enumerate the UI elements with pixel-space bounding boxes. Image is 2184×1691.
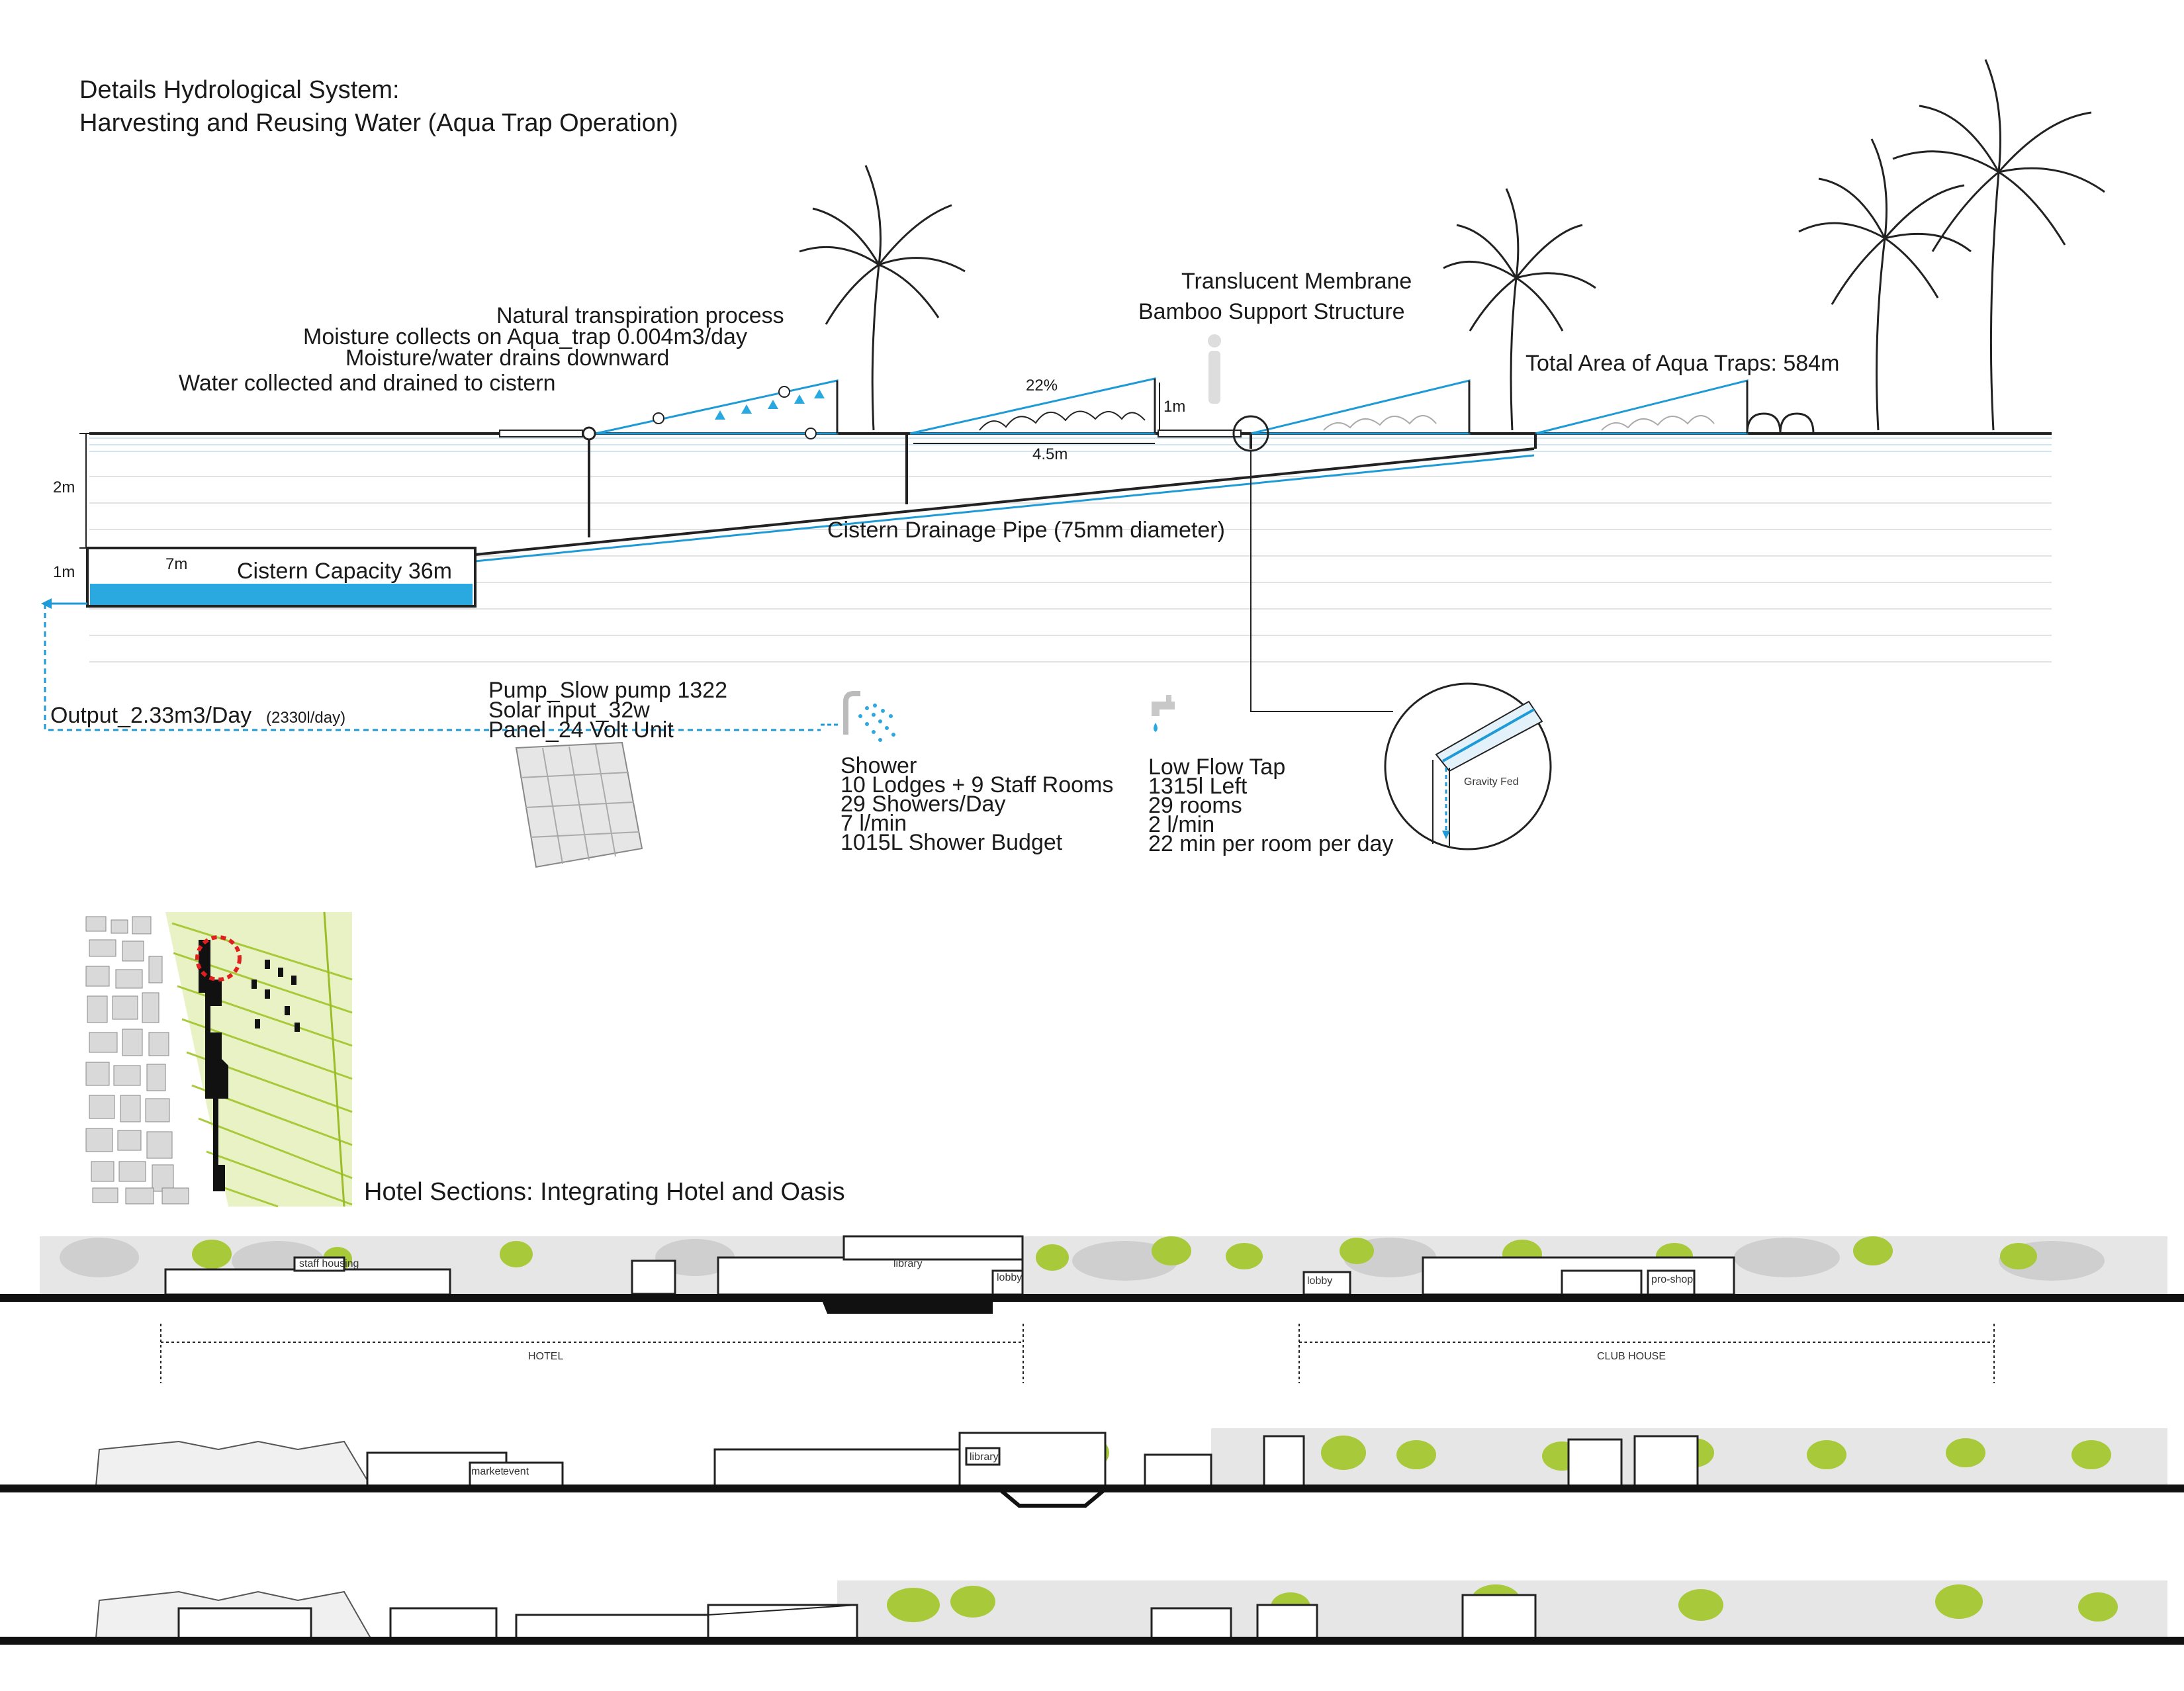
tap-line-4: 22 min per room per day <box>1148 831 1393 856</box>
label-lobby-2: lobby <box>1307 1275 1332 1287</box>
drainage-pipes <box>475 415 1537 563</box>
label-library-1: library <box>893 1258 923 1269</box>
label-height-1m: 1m <box>1163 398 1185 416</box>
label-output: Output_2.33m3/Day <box>50 703 251 728</box>
label-total-area: Total Area of Aqua Traps: 584m <box>1525 351 1839 376</box>
pump-line-1: Pump_Slow pump 1322 <box>488 678 727 703</box>
label-cistern-capacity: Cistern Capacity 36m <box>237 559 452 584</box>
label-moisture-collects: Moisture collects on Aqua_trap 0.004m3/d… <box>303 324 747 349</box>
section-strip-1 <box>0 1235 2184 1314</box>
palm-tree-2 <box>1443 188 1596 431</box>
label-market: market <box>471 1466 504 1477</box>
label-club-house-zone: CLUB HOUSE <box>1597 1351 1666 1362</box>
detail-leader-line <box>1250 450 1393 712</box>
gravity-fed-label: Gravity Fed <box>1464 776 1519 788</box>
label-pro-shop: pro-shop <box>1651 1274 1693 1285</box>
paving-2 <box>1158 430 1242 437</box>
label-bamboo-support: Bamboo Support Structure <box>1138 299 1405 324</box>
label-library-2: library <box>970 1451 999 1463</box>
shower-line-1: 10 Lodges + 9 Staff Rooms <box>841 772 1113 798</box>
label-natural-transpiration: Natural transpiration process <box>496 303 784 328</box>
section-strip-2 <box>0 1428 2184 1508</box>
shower-line-4: 1015L Shower Budget <box>841 830 1063 855</box>
aqua-trap-3 <box>1250 379 1471 435</box>
label-slope: 22% <box>1026 377 1058 394</box>
tap-title: Low Flow Tap <box>1148 754 1285 780</box>
paving-1 <box>499 430 583 437</box>
label-event: event <box>503 1466 529 1477</box>
solar-panel-icon <box>515 741 643 868</box>
label-output-small: (2330l/day) <box>266 709 345 727</box>
label-translucent-membrane: Translucent Membrane <box>1181 269 1412 294</box>
label-drainage-pipe: Cistern Drainage Pipe (75mm diameter) <box>827 518 1225 543</box>
human-figure <box>1208 334 1221 404</box>
zone-dimension-lines <box>160 1324 1995 1383</box>
tap-line-2: 29 rooms <box>1148 793 1242 818</box>
tap-line-3: 2 l/min <box>1148 812 1214 837</box>
title-line-2: Harvesting and Reusing Water (Aqua Trap … <box>79 109 678 137</box>
tap-line-1: 1315l Left <box>1148 774 1248 799</box>
tap-icon <box>1152 695 1175 732</box>
label-water-collected: Water collected and drained to cistern <box>179 371 555 396</box>
aqua-trap-2 <box>909 377 1156 435</box>
shower-title: Shower <box>841 753 917 778</box>
aqua-trap-4 <box>1535 379 1749 435</box>
label-depth-2m: 2m <box>53 479 75 496</box>
cistern <box>86 547 477 608</box>
label-staff-housing: staff housing <box>299 1258 359 1269</box>
site-map <box>81 911 353 1208</box>
dimension-marks <box>79 383 1160 549</box>
shower-line-3: 7 l/min <box>841 811 907 836</box>
sections-title: Hotel Sections: Integrating Hotel and Oa… <box>364 1178 845 1206</box>
pump-line-2: Solar input_32w <box>488 698 650 723</box>
section-strip-3 <box>0 1580 2184 1645</box>
outlet-arrow <box>41 598 52 609</box>
shower-head-icon <box>843 691 895 742</box>
label-hotel-zone: HOTEL <box>528 1351 563 1362</box>
label-depth-1m: 1m <box>53 563 75 581</box>
label-moisture-drains: Moisture/water drains downward <box>345 345 669 371</box>
label-cistern-width: 7m <box>165 555 187 573</box>
palm-tree-3 <box>1798 138 1972 431</box>
palm-tree-1 <box>799 165 966 431</box>
palm-tree-4 <box>1892 59 2105 431</box>
gravity-fed-detail <box>1384 682 1552 850</box>
pump-line-3: Panel_24 Volt Unit <box>488 717 674 743</box>
site-hump <box>1746 412 1815 434</box>
label-lobby-1: lobby <box>997 1272 1022 1283</box>
label-width-4-5m: 4.5m <box>1032 445 1068 463</box>
aqua-trap-1 <box>595 379 839 439</box>
highlight-ring <box>195 935 242 982</box>
shower-line-2: 29 Showers/Day <box>841 792 1005 817</box>
title-line-1: Details Hydrological System: <box>79 76 400 104</box>
output-line <box>44 604 821 731</box>
